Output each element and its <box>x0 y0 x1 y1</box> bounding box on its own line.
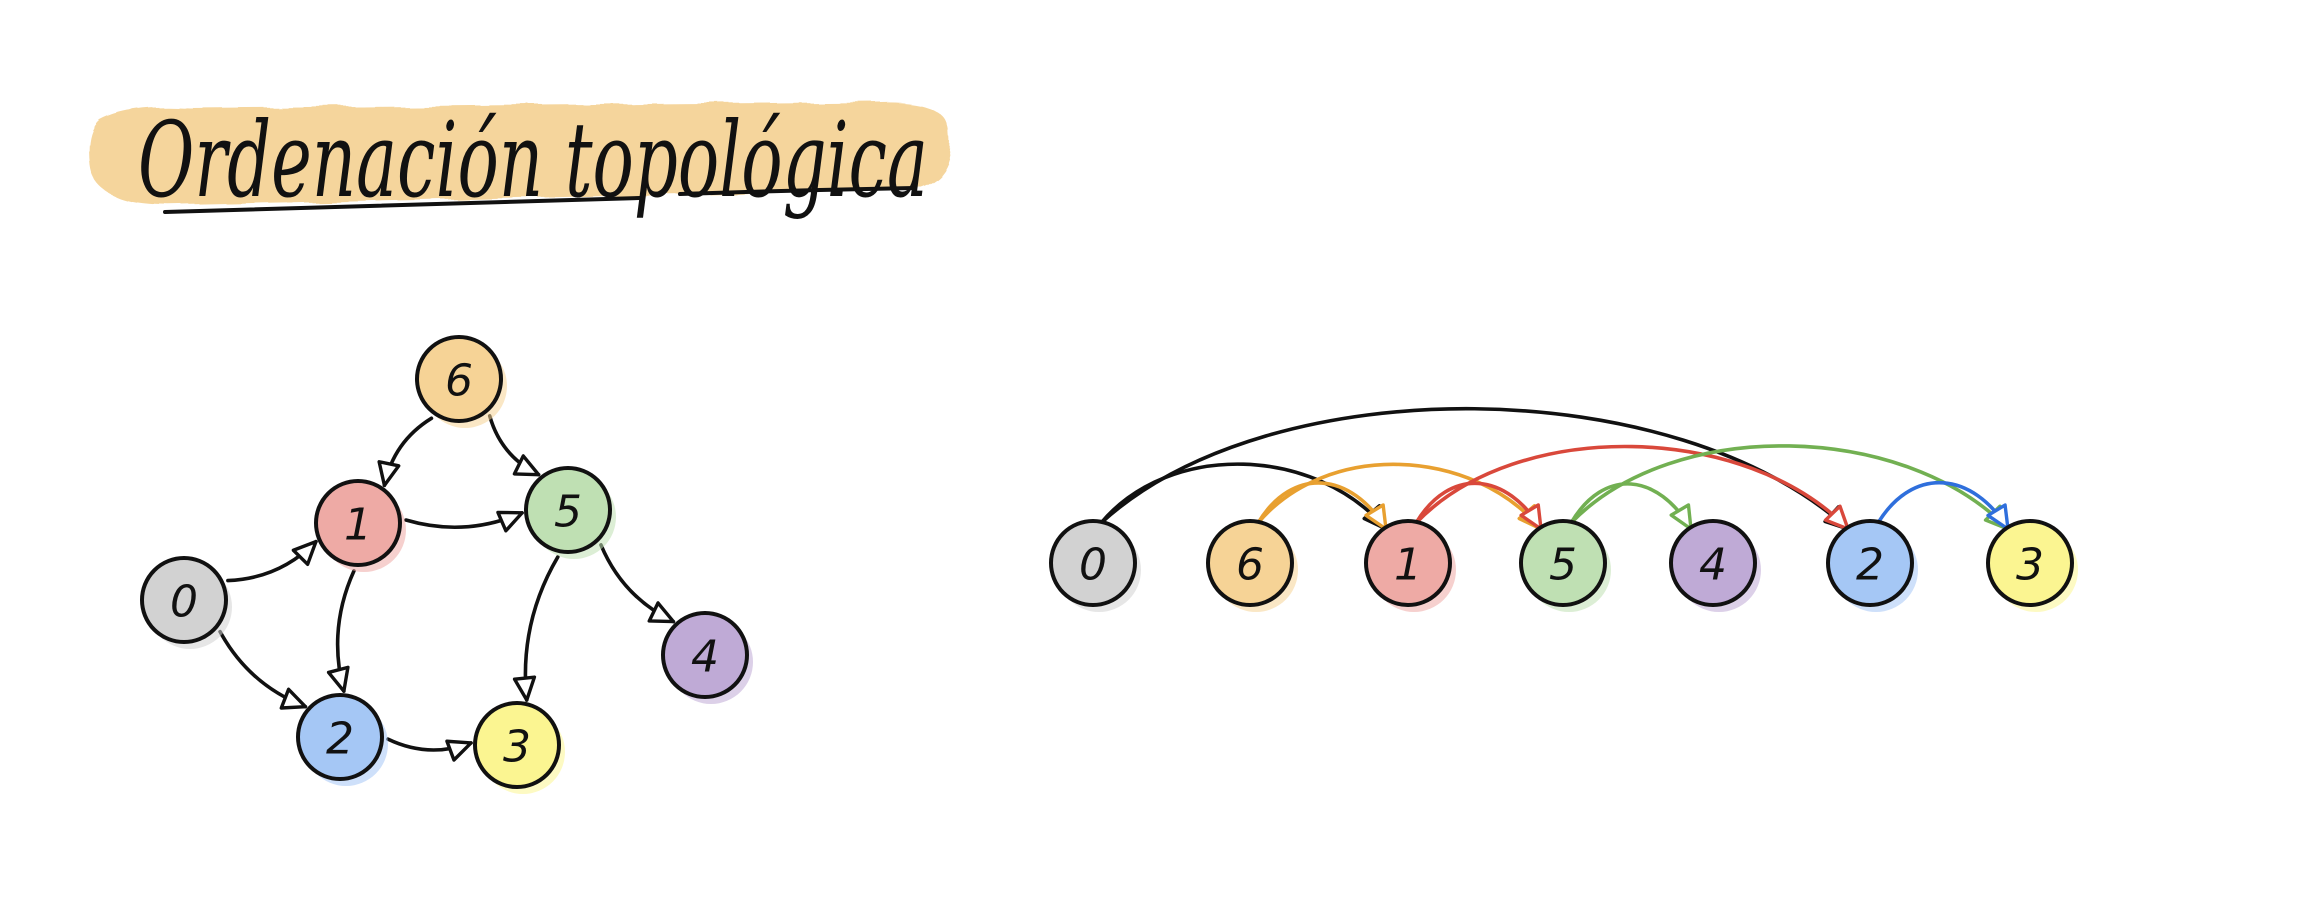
edge-arrowhead <box>291 539 318 567</box>
node-6: 6 <box>1206 519 1298 612</box>
order-edge-arrowhead <box>1986 503 2010 531</box>
order-edge-0-1 <box>1099 462 1388 531</box>
node-circle <box>1519 519 1607 607</box>
node-circle <box>661 611 749 699</box>
order-edge-arrowhead <box>1519 503 1543 531</box>
edge-arrowhead <box>512 675 537 702</box>
edge-0-2 <box>218 629 308 710</box>
node-label: 1 <box>344 500 372 551</box>
node-1: 1 <box>314 479 406 572</box>
order-edge-0-2 <box>1099 406 1850 531</box>
order-nodes: 0 6 1 5 4 2 3 <box>1049 519 2078 612</box>
order-edge-2-3 <box>1876 481 2010 531</box>
order-edge-1-5 <box>1414 481 1543 531</box>
title-banner: Ordenación topológica <box>89 99 951 221</box>
node-1: 1 <box>1364 519 1456 612</box>
node-0: 0 <box>1049 519 1141 612</box>
node-label: 6 <box>445 356 473 407</box>
edge-arrowhead <box>326 665 350 693</box>
node-label: 0 <box>170 577 198 628</box>
order-edge-line <box>1414 444 1850 531</box>
node-circle <box>314 479 402 567</box>
node-3: 3 <box>473 701 565 794</box>
order-edge-arrowhead <box>1823 504 1850 531</box>
node-2: 2 <box>1826 519 1918 612</box>
node-5: 5 <box>1519 519 1611 612</box>
graph-nodes: 6 1 5 0 2 3 4 <box>140 335 753 794</box>
node-label: 5 <box>554 487 582 538</box>
order-edge-arrowhead <box>1669 503 1693 531</box>
node-label: 2 <box>1856 540 1884 591</box>
node-label: 3 <box>503 722 531 773</box>
node-circle <box>473 701 561 789</box>
node-label: 3 <box>2016 540 2044 591</box>
node-circle <box>296 693 384 781</box>
edge-arrowhead <box>647 601 676 624</box>
node-label: 5 <box>1549 540 1577 591</box>
edge-arrowhead <box>279 687 308 710</box>
edge-6-5 <box>487 414 541 477</box>
edge-arrowhead <box>377 460 401 488</box>
edge-arrowhead <box>445 739 473 762</box>
node-0: 0 <box>140 556 232 649</box>
node-label: 0 <box>1079 540 1107 591</box>
node-label: 1 <box>1394 540 1422 591</box>
node-circle <box>140 556 228 644</box>
node-label: 4 <box>1699 540 1727 591</box>
edge-6-1 <box>377 416 434 488</box>
node-circle <box>1669 519 1757 607</box>
node-circle <box>1986 519 2074 607</box>
dependency-graph: 6 1 5 0 2 3 4 <box>140 335 753 794</box>
graph-edges <box>218 414 676 762</box>
node-circle <box>415 335 503 423</box>
edge-5-4 <box>599 543 676 624</box>
node-6: 6 <box>415 335 507 428</box>
node-circle <box>1364 519 1452 607</box>
edge-1-2 <box>326 569 356 693</box>
node-circle <box>1826 519 1914 607</box>
title-highlight <box>89 101 951 206</box>
edge-arrowhead <box>512 454 541 477</box>
edge-0-1 <box>226 539 318 583</box>
edge-5-3 <box>512 555 560 702</box>
order-edge-6-1 <box>1256 481 1388 531</box>
node-label: 2 <box>326 714 354 765</box>
edge-1-5 <box>404 510 524 533</box>
node-4: 4 <box>661 611 753 704</box>
node-5: 5 <box>524 466 616 559</box>
node-circle <box>524 466 612 554</box>
node-4: 4 <box>1669 519 1761 612</box>
order-edge-line <box>1099 406 1850 531</box>
title-underline <box>163 186 917 214</box>
node-label: 6 <box>1236 540 1264 591</box>
node-label: 4 <box>691 632 719 683</box>
edge-2-3 <box>386 737 473 762</box>
order-edges <box>1099 406 2010 531</box>
node-circle <box>1049 519 1137 607</box>
node-3: 3 <box>1986 519 2078 612</box>
node-circle <box>1206 519 1294 607</box>
topological-order: 0 6 1 5 4 2 3 <box>1049 406 2078 612</box>
order-edge-5-4 <box>1569 482 1693 531</box>
order-edge-1-2 <box>1414 444 1850 531</box>
node-2: 2 <box>296 693 388 786</box>
order-edge-line <box>1099 462 1388 531</box>
order-edge-line <box>1256 462 1543 531</box>
order-edge-arrowhead <box>1364 503 1388 531</box>
edge-arrowhead <box>496 510 524 533</box>
